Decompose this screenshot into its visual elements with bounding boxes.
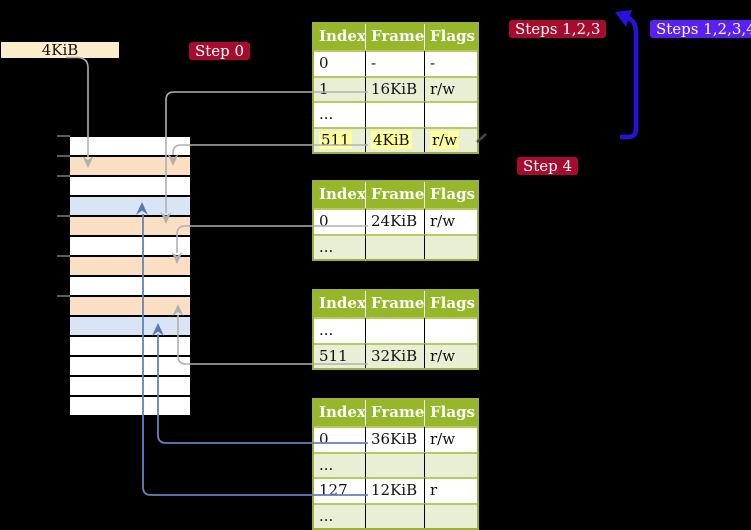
cell-index: 127 (314, 477, 366, 503)
column-header: Frame (366, 24, 425, 50)
page-table-level-3: Index Frame Flags 0 24KiB r/w ... (312, 180, 479, 261)
cell-frame (366, 451, 425, 477)
memory-frame-row-free (70, 277, 190, 297)
badge-step-4: Step 4 (517, 157, 579, 175)
cell-frame: - (366, 50, 425, 76)
memory-frame-row-table (70, 257, 190, 277)
cell-index: 511 (314, 342, 366, 368)
memory-frame-row-table (70, 297, 190, 317)
memory-frame-size-label: 4KiB (1, 42, 119, 58)
cell-index: 1 (314, 75, 366, 101)
page-table-level-1: Index Frame Flags 0 36KiB r/w ... 127 12… (312, 398, 479, 530)
cell-index-highlighted: 511 (314, 126, 366, 152)
cell-index: 0 (314, 426, 366, 452)
address-tick (57, 255, 70, 257)
cell-flags: - (425, 50, 477, 76)
address-tick (57, 175, 70, 177)
memory-frame-row-table (70, 157, 190, 177)
address-tick (57, 295, 70, 297)
cell-flags: r/w (425, 208, 477, 234)
cell-frame (366, 233, 425, 259)
badge-step-0: Step 0 (189, 42, 251, 60)
page-table-level-2: Index Frame Flags ... 511 32KiB r/w (312, 289, 479, 370)
memory-frame-row-mapped (70, 317, 190, 337)
badge-steps-1-2-3: Steps 1,2,3 (509, 20, 607, 38)
column-header: Flags (425, 291, 477, 317)
memory-frame-row-free (70, 377, 190, 397)
physical-memory-strip (70, 137, 190, 417)
column-header: Frame (366, 400, 425, 426)
cell-flags (425, 101, 477, 127)
cell-frame: 24KiB (366, 208, 425, 234)
cell-index: ... (314, 101, 366, 127)
column-header: Index (314, 24, 366, 50)
highlight: r/w (430, 130, 460, 149)
loop-back-arrow (620, 14, 639, 140)
cell-flags (425, 502, 477, 528)
cell-index: ... (314, 451, 366, 477)
column-header: Index (314, 400, 366, 426)
badge-steps-1-2-3-4: Steps 1,2,3,4 (650, 20, 751, 38)
cell-flags-highlighted: r/w (425, 126, 477, 152)
cell-flags: r/w (425, 75, 477, 101)
cell-index: ... (314, 502, 366, 528)
column-header: Flags (425, 182, 477, 208)
memory-frame-row-free (70, 177, 190, 197)
cell-frame (366, 317, 425, 343)
cell-flags (425, 233, 477, 259)
memory-frame-row-free (70, 237, 190, 257)
highlight: 4KiB (371, 130, 412, 149)
highlight: 511 (319, 130, 352, 149)
memory-frame-row-table (70, 217, 190, 237)
column-header: Frame (366, 291, 425, 317)
cell-frame: 16KiB (366, 75, 425, 101)
column-header: Flags (425, 400, 477, 426)
cell-flags: r (425, 477, 477, 503)
column-header: Flags (425, 24, 477, 50)
cell-frame-highlighted: 4KiB (366, 126, 425, 152)
column-header: Index (314, 291, 366, 317)
cell-index: 0 (314, 50, 366, 76)
cell-frame: 36KiB (366, 426, 425, 452)
cell-flags: r/w (425, 342, 477, 368)
page-table-level-4: Index Frame Flags 0 - - 1 16KiB r/w ... … (312, 22, 479, 154)
address-tick (57, 215, 70, 217)
cell-frame (366, 101, 425, 127)
cell-flags (425, 317, 477, 343)
cell-frame (366, 502, 425, 528)
memory-frame-row-free (70, 137, 190, 157)
column-header: Frame (366, 182, 425, 208)
cell-frame: 32KiB (366, 342, 425, 368)
cell-flags (425, 451, 477, 477)
address-tick (57, 155, 70, 157)
cell-index: ... (314, 233, 366, 259)
cell-index: ... (314, 317, 366, 343)
loop-back-arrowhead-icon (615, 10, 632, 27)
cell-frame: 12KiB (366, 477, 425, 503)
memory-frame-row-free (70, 337, 190, 357)
cell-index: 0 (314, 208, 366, 234)
memory-frame-row-mapped (70, 197, 190, 217)
column-header: Index (314, 182, 366, 208)
address-tick (57, 135, 70, 137)
memory-frame-row-free (70, 397, 190, 417)
cell-flags: r/w (425, 426, 477, 452)
memory-frame-row-free (70, 357, 190, 377)
